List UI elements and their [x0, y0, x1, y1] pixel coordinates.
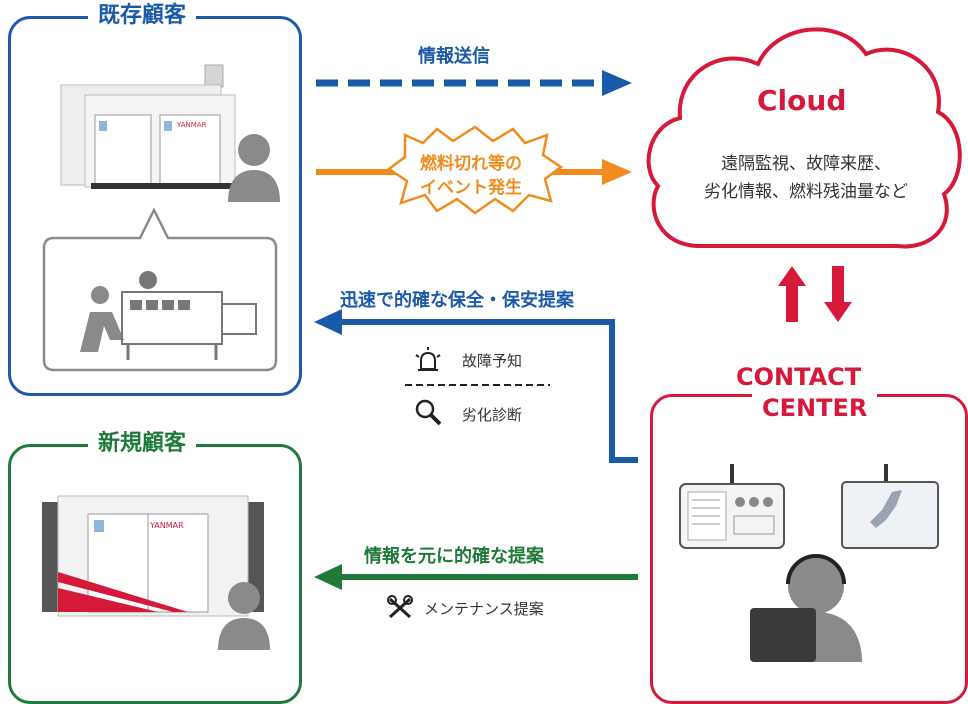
degradation-diagnosis-label: 劣化診断: [462, 406, 523, 424]
existing-customer-title-text: 既存顧客: [98, 3, 187, 28]
new-generator-logo: YANMAR: [149, 521, 184, 530]
operator-scene: [679, 464, 939, 662]
info-send-label: 情報送信: [418, 46, 490, 67]
alarm-icon: [415, 347, 441, 371]
new-customer-person-icon: [218, 582, 270, 650]
proposal-label: 迅速で的確な保全・保安提案: [340, 290, 574, 311]
generator-image: YANMAR: [60, 64, 236, 189]
existing-customer-title: 既存顧客: [88, 2, 197, 30]
info-send-arrow: [316, 70, 632, 96]
new-customer-title-text: 新規顧客: [98, 431, 187, 456]
proposal-arrow: [314, 309, 638, 463]
magnifier-icon: [415, 399, 442, 426]
engine-speech-bubble: [42, 207, 278, 372]
event-label-line2: イベント発生: [420, 178, 522, 198]
contact-center-title-line2: CENTER: [752, 394, 878, 422]
tools-icon: [387, 595, 413, 619]
new-customer-title: 新規顧客: [88, 430, 197, 458]
customer-person-icon: [228, 134, 280, 202]
new-proposal-label: 情報を元に的確な提案: [364, 546, 544, 567]
new-proposal-arrow: [314, 564, 638, 590]
contact-center-title-line1: CONTACT: [726, 363, 872, 391]
generator-logo: YANMAR: [176, 121, 207, 129]
maintenance-proposal-label: メンテナンス提案: [424, 600, 544, 618]
cloud-description-line1: 遠隔監視、故障来歴、: [721, 154, 891, 174]
event-burst: [386, 125, 564, 215]
event-label-line1: 燃料切れ等の: [420, 154, 522, 174]
feature-divider: [405, 384, 550, 386]
cloud-shape: [646, 27, 962, 249]
cloud-title: Cloud: [757, 84, 847, 117]
cloud-description-line2: 劣化情報、燃料残油量など: [704, 182, 908, 202]
sync-arrows: [778, 266, 852, 322]
new-generator-image: YANMAR: [42, 495, 264, 617]
failure-prediction-label: 故障予知: [462, 352, 523, 370]
